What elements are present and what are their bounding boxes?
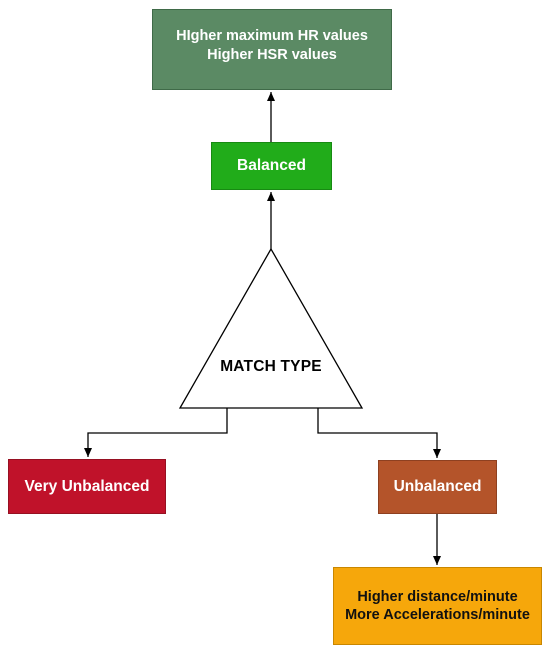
edge-match-type-to-very-unbalanced (84, 408, 228, 457)
bottom-outcome-box: Higher distance/minute More Acceleration… (333, 567, 542, 645)
top-outcome-box: HIgher maximum HR values Higher HSR valu… (152, 9, 392, 90)
bottom-outcome-line-1: Higher distance/minute (357, 588, 518, 605)
match-type-triangle (178, 247, 364, 409)
top-outcome-line-1: HIgher maximum HR values (176, 28, 368, 45)
match-type-label: MATCH TYPE (220, 358, 322, 375)
top-outcome-line-2: Higher HSR values (207, 46, 337, 63)
unbalanced-label: Unbalanced (393, 478, 482, 496)
very-unbalanced-label: Very Unbalanced (24, 477, 150, 495)
balanced-box: Balanced (211, 142, 332, 190)
unbalanced-box: Unbalanced (378, 460, 497, 514)
balanced-label: Balanced (237, 157, 306, 175)
edge-match-type-to-unbalanced (317, 408, 441, 458)
bottom-outcome-line-2: More Accelerations/minute (345, 607, 530, 623)
very-unbalanced-box: Very Unbalanced (8, 459, 166, 514)
